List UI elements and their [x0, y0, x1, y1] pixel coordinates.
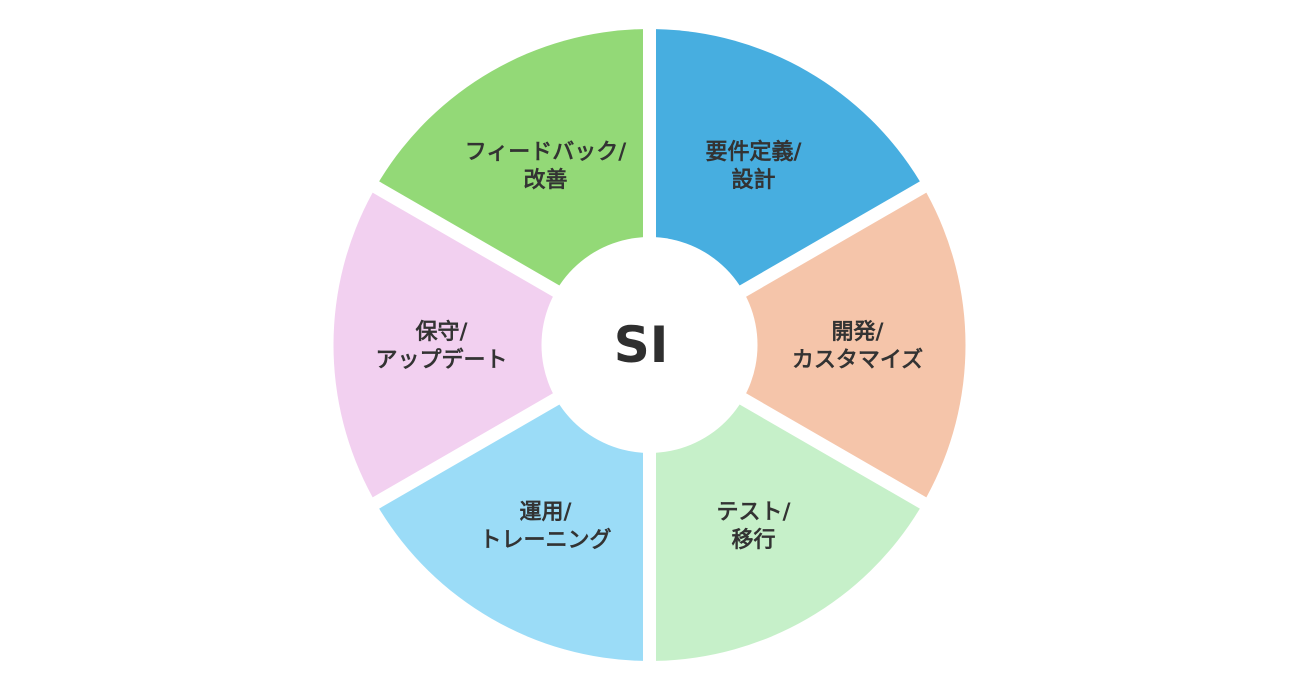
segment-develop	[662, 192, 966, 498]
segment-test	[656, 356, 920, 661]
segment-operation-label-line-2: トレーニング	[479, 527, 611, 553]
segment-feedback-label-line-2: 改善	[523, 167, 567, 193]
segment-maintain-label-line-2: アップデート	[375, 347, 507, 373]
segment-test-label-line-2: 移行	[731, 527, 775, 553]
segment-maintain-label-line-1: 保守/	[414, 319, 468, 345]
segment-maintain	[333, 192, 637, 498]
segment-operation	[379, 356, 643, 661]
segment-develop-label-line-2: カスタマイズ	[792, 347, 923, 373]
segment-feedback	[379, 29, 643, 334]
segment-test-label-line-1: テスト/	[716, 500, 791, 525]
center-hub	[541, 237, 758, 453]
segment-design	[656, 29, 920, 334]
segment-design-label-line-1: 要件定義/	[705, 139, 802, 165]
center-label: SI	[614, 316, 669, 374]
segment-operation-label-line-1: 運用/	[519, 500, 572, 525]
segment-feedback-label-line-1: フィードバック/	[465, 140, 628, 165]
segment-design-label-line-2: 設計	[731, 167, 775, 193]
segment-develop-label-line-1: 開発/	[831, 320, 884, 345]
